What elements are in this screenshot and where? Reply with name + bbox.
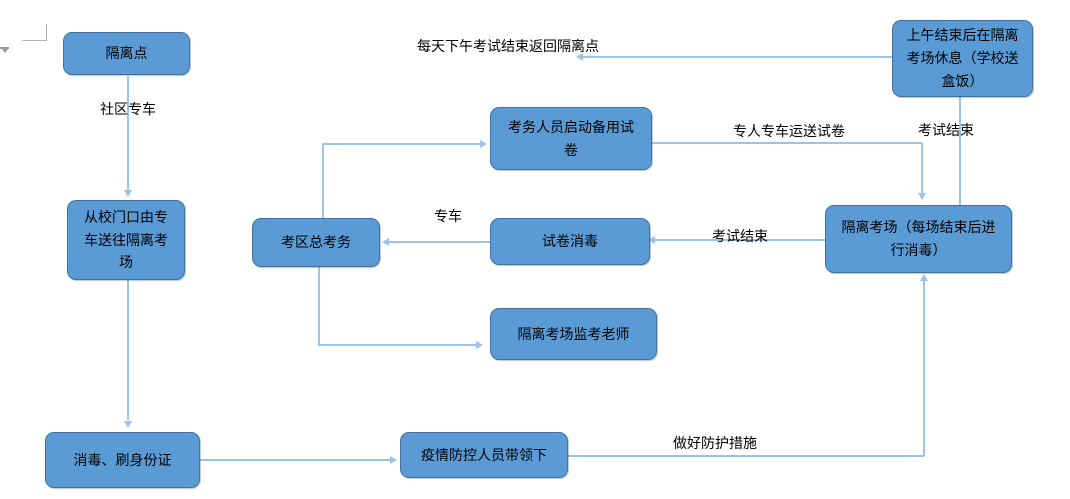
node-label: 从校门口由专车送往隔离考场 xyxy=(84,208,168,271)
edge-label-exam-end-top[interactable]: 考试结束 xyxy=(918,122,974,138)
node-label: 试卷消毒 xyxy=(542,233,598,250)
arrowhead-left-isolation xyxy=(576,53,583,61)
arrowhead-right-invigilators xyxy=(476,341,483,349)
node-backup-papers[interactable]: 考务人员启动备用试卷 xyxy=(490,107,652,170)
node-morning-rest[interactable]: 上午结束后在隔离考场休息（学校送盒饭） xyxy=(892,20,1033,97)
connector-disinfect-to-staff xyxy=(200,459,390,461)
node-isolation-exam-room[interactable]: 隔离考场（每场结束后进行消毒） xyxy=(825,205,1012,273)
node-school-gate-transfer[interactable]: 从校门口由专车送往隔离考场 xyxy=(67,200,185,280)
connector-staff-to-examroom-v xyxy=(923,279,925,456)
edge-label-protective-measures[interactable]: 做好防护措施 xyxy=(673,435,757,451)
arrowhead-down-disinfect xyxy=(124,421,132,428)
arrowhead-down-gate xyxy=(124,190,132,197)
connector-backup-to-examroom-h xyxy=(652,142,922,144)
connector-isolation-to-gate xyxy=(127,76,129,190)
node-isolation-point[interactable]: 隔离点 xyxy=(63,32,190,75)
arrowhead-down-examroom xyxy=(918,193,926,200)
connector-chief-to-backup-h xyxy=(322,143,480,145)
node-label: 考务人员启动备用试卷 xyxy=(508,118,634,158)
canvas-corner-mark xyxy=(22,24,47,41)
node-paper-disinfection[interactable]: 试卷消毒 xyxy=(490,218,650,265)
node-epidemic-staff-lead[interactable]: 疫情防控人员带领下 xyxy=(400,432,568,478)
connector-gate-to-disinfect xyxy=(127,280,129,420)
node-invigilators[interactable]: 隔离考场监考老师 xyxy=(490,308,657,360)
arrowhead-left-paperdisinfect xyxy=(648,236,655,244)
object-anchor-icon xyxy=(0,47,10,55)
connector-chief-to-backup-v xyxy=(322,144,324,218)
anchor-triangle xyxy=(2,49,8,53)
arrowhead-right-backup xyxy=(480,140,487,148)
edge-label-community-bus[interactable]: 社区专车 xyxy=(100,101,156,117)
connector-examroom-to-paperdisinfect xyxy=(655,239,825,241)
connector-backup-to-examroom-v xyxy=(921,143,923,193)
node-label: 隔离点 xyxy=(105,45,148,62)
node-label: 消毒、刷身份证 xyxy=(73,451,172,468)
node-label: 隔离考场监考老师 xyxy=(517,325,630,342)
edge-label-exam-end-mid[interactable]: 考试结束 xyxy=(712,228,768,244)
edge-label-special-bus[interactable]: 专车 xyxy=(434,208,462,224)
node-chief-exam-office[interactable]: 考区总考务 xyxy=(252,218,380,267)
anchor-bar xyxy=(0,47,9,49)
node-label: 隔离考场（每场结束后进行消毒） xyxy=(841,219,996,258)
connector-chief-to-invigilators-v xyxy=(318,267,320,345)
connector-chief-to-invigilators-h xyxy=(318,344,476,346)
edge-label-paper-transport[interactable]: 专人专车运送试卷 xyxy=(729,123,849,140)
connector-rest-to-isolation xyxy=(580,56,892,58)
node-label: 考区总考务 xyxy=(281,234,351,251)
connector-rest-to-examroom xyxy=(959,97,961,205)
node-label: 上午结束后在隔离考场休息（学校送盒饭） xyxy=(906,27,1019,89)
edge-label-daily-return[interactable]: 每天下午考试结束返回隔离点 xyxy=(417,38,599,54)
arrowhead-left-chief xyxy=(382,238,389,246)
node-disinfect-id[interactable]: 消毒、刷身份证 xyxy=(45,432,200,488)
node-label: 疫情防控人员带领下 xyxy=(421,446,547,463)
arrowhead-up-examroom xyxy=(920,274,928,281)
connector-paperdisinfect-to-chief xyxy=(389,241,490,243)
arrowhead-right-staff xyxy=(390,456,397,464)
connector-staff-to-examroom-h xyxy=(568,455,924,457)
